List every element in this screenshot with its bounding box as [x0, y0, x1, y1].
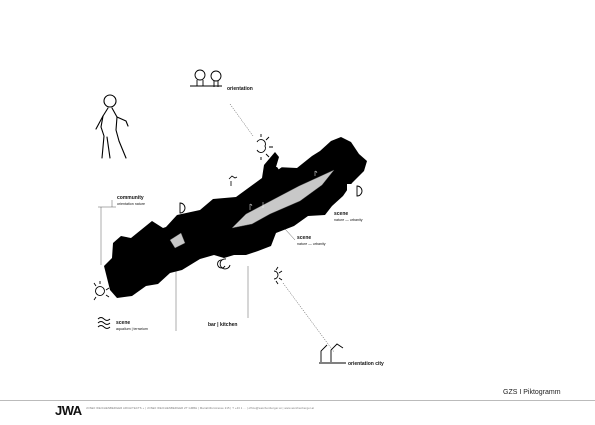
footer-contact-text: JOSEF WEICHENBERGER ARCHITECTS + | JOSEF…	[86, 407, 315, 410]
light-well-left	[169, 232, 186, 249]
door-symbol-a	[249, 203, 253, 210]
wave-icon	[97, 317, 111, 329]
door-symbol-b	[314, 170, 318, 176]
human-figure-icon	[95, 94, 129, 159]
curl-icon	[228, 175, 238, 186]
label-scene-right-sub: nature — urbanity	[334, 218, 363, 222]
moon-icon	[179, 202, 186, 214]
city-roofs-icon	[319, 343, 346, 364]
label-bar-kitchen: bar | kitchen	[208, 322, 238, 328]
building-footprint	[104, 137, 367, 298]
label-orientation: orientation	[227, 86, 253, 92]
sun-icon	[256, 134, 273, 160]
label-scene-center: scene	[297, 235, 312, 241]
moon-icon	[356, 185, 363, 197]
page-title: GZS I Piktogramm	[503, 389, 561, 396]
notch-b	[276, 163, 284, 170]
label-orientation-city: orientation city	[348, 361, 384, 367]
label-scene-left: scene	[116, 320, 131, 326]
notch-a	[347, 184, 353, 191]
logo: JWA	[55, 403, 82, 418]
sun-icon	[273, 266, 283, 285]
dashed-line-orientation	[229, 103, 254, 137]
label-community: community	[117, 195, 144, 201]
label-scene-right: scene	[334, 211, 349, 217]
label-scene-center-sub: nature — urbanity	[297, 242, 326, 246]
trees-icon	[190, 69, 222, 87]
sun-icon	[93, 281, 110, 301]
footer-divider	[0, 400, 595, 401]
moon-icon	[217, 258, 231, 270]
label-scene-left-sub: aqualium | terrarium	[116, 327, 148, 331]
label-community-sub: orientation nature	[117, 202, 145, 206]
building-plan	[104, 137, 367, 298]
leader-scene-center	[284, 228, 296, 241]
dashed-line-city	[282, 282, 335, 353]
